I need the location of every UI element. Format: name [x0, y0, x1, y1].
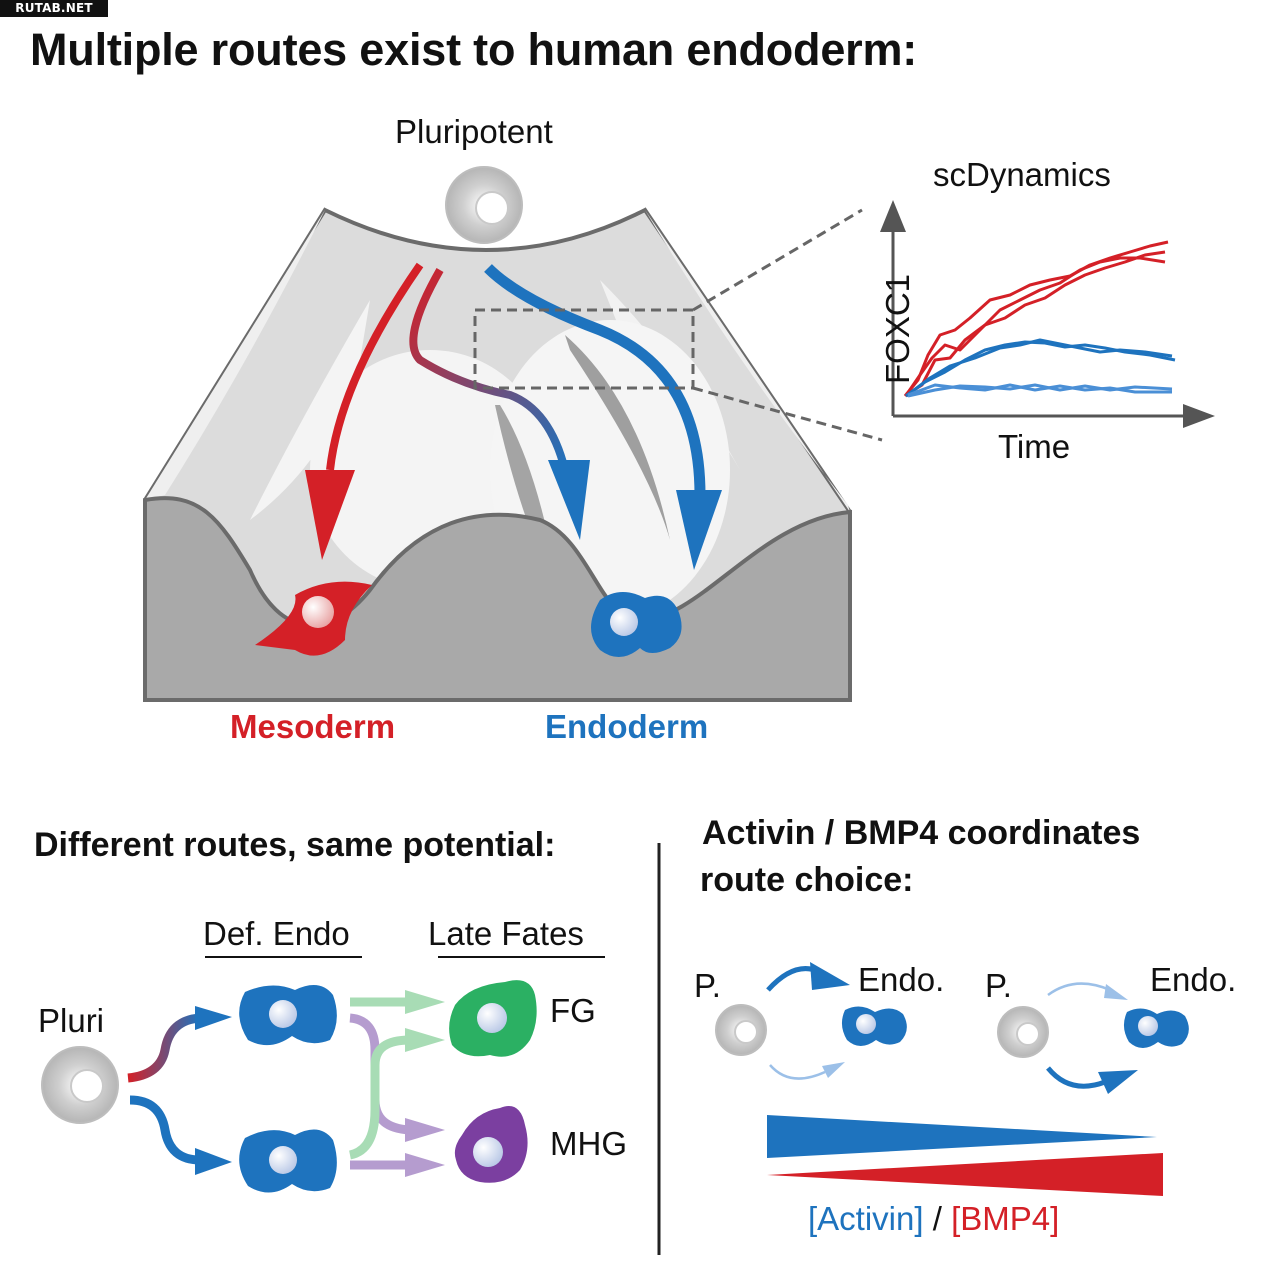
def-endo-cell-top — [239, 985, 337, 1046]
fg-label: FG — [550, 992, 596, 1029]
p-label-right: P. — [985, 967, 1012, 1004]
pluripotent-label: Pluripotent — [395, 113, 553, 150]
mhg-label: MHG — [550, 1125, 627, 1162]
routes-section-title: Different routes, same potential: — [34, 826, 556, 864]
endoderm-label: Endoderm — [545, 708, 709, 745]
blue-trace-4 — [907, 383, 1173, 398]
late-fates-header: Late Fates — [428, 915, 584, 952]
switching-route-arrow — [409, 268, 590, 540]
lower-route-arrow — [129, 1095, 201, 1165]
endo-label-right: Endo. — [1150, 961, 1237, 998]
watermark-badge: RUTAB.NET — [0, 0, 108, 17]
mesoderm-arrow — [305, 262, 424, 560]
route-diagram — [41, 956, 605, 1193]
route-choice-title-line2: route choice: — [700, 861, 914, 899]
endoderm-arrow — [484, 264, 722, 570]
bmp4-legend-label: [BMP4] — [951, 1200, 1060, 1237]
scenario-high-bmp4 — [997, 982, 1189, 1094]
route-choice-title-line1: Activin / BMP4 coordinates — [702, 814, 1141, 852]
foxc1-axis-label: FOXC1 — [879, 273, 916, 384]
scdynamics-plot — [880, 200, 1215, 428]
mesoderm-label: Mesoderm — [230, 708, 396, 745]
transition-arrows — [348, 997, 411, 1170]
mesoderm-cell — [255, 581, 372, 656]
red-trace-1 — [903, 240, 1169, 397]
page-title: Multiple routes exist to human endoderm: — [30, 24, 918, 75]
p-label-left: P. — [694, 967, 721, 1004]
gradient-legend: [Activin] / [BMP4] — [808, 1200, 1059, 1238]
waddington-landscape — [143, 207, 852, 702]
scdynamics-title: scDynamics — [933, 156, 1111, 193]
scenario-high-activin — [715, 962, 907, 1080]
fg-cell — [449, 980, 537, 1057]
activin-legend-label: [Activin] — [808, 1200, 924, 1237]
endo-label-left: Endo. — [858, 961, 945, 998]
def-endo-cell-bottom — [239, 1129, 337, 1193]
mhg-cell — [454, 1106, 528, 1183]
inner-ridge-1 — [565, 335, 670, 540]
blue-trace-2 — [905, 338, 1173, 398]
time-axis-label: Time — [998, 428, 1071, 465]
red-trace-2 — [905, 256, 1166, 395]
red-trace-3 — [905, 250, 1166, 397]
activin-wedge — [767, 1115, 1157, 1158]
bmp4-wedge — [767, 1153, 1163, 1196]
zoom-box — [473, 208, 883, 442]
pluripotent-cell — [445, 166, 523, 244]
def-endo-header: Def. Endo — [203, 915, 350, 952]
legend-separator: / — [923, 1200, 952, 1237]
upper-route-arrow — [127, 1013, 201, 1083]
pluri-label: Pluri — [38, 1002, 105, 1039]
route-choice-diagram — [715, 962, 1189, 1196]
pluri-cell — [41, 1046, 119, 1124]
endoderm-cell — [591, 591, 682, 658]
